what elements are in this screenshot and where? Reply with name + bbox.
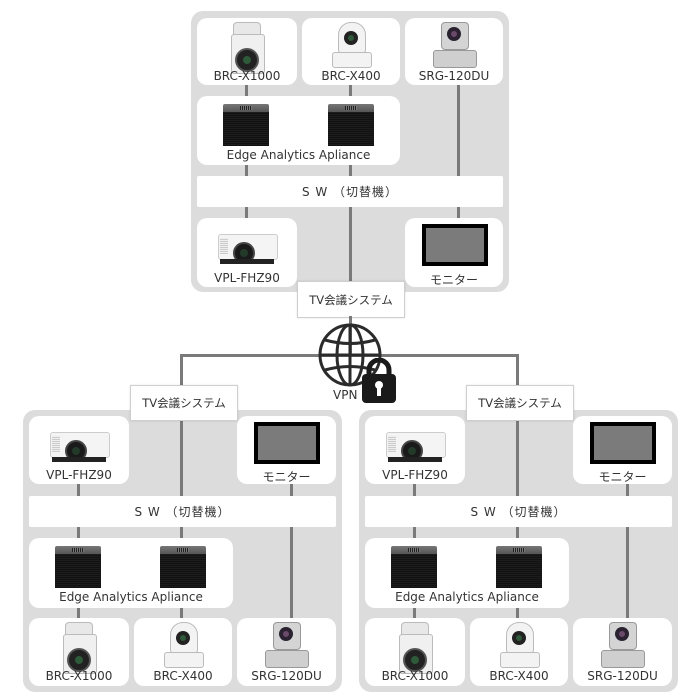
device-projector: VPL-FHZ90 [197,218,297,287]
monitor-icon [422,224,488,266]
lock-icon [362,358,396,403]
switcher-bar: S W （切替機） [29,496,336,527]
device-projector: VPL-FHZ90 [365,416,465,484]
ptz-camera-icon [265,622,309,668]
device-projector: VPL-FHZ90 [29,416,129,484]
edge-analytics-appliance-group: Edge Analytics Apliance [29,538,233,608]
monitor-icon [254,422,320,464]
tv-conference-system-label: TV会議システム [130,385,238,421]
network-line [180,354,183,386]
device-camera-srg-120du: SRG-120DU [573,618,672,686]
device-label: VPL-FHZ90 [214,271,280,285]
ptz-camera-icon [229,22,265,74]
network-line [516,354,519,386]
projector-icon [216,228,278,266]
ptz-camera-icon [61,622,97,674]
edge-label: Edge Analytics Apliance [226,148,371,162]
ptz-camera-icon [397,622,433,674]
vpn-label: VPN [333,388,358,402]
device-label: SRG-120DU [587,669,658,683]
device-camera-srg-120du: SRG-120DU [405,18,503,85]
server-appliance-icon [55,546,101,588]
projector-icon [384,426,446,464]
switcher-bar: S W （切替機） [365,496,672,527]
ptz-camera-icon [433,22,477,68]
connector-line [626,483,629,618]
device-label: モニター [598,470,647,484]
edge-label: Edge Analytics Apliance [395,590,539,604]
server-appliance-icon [391,546,437,588]
device-camera-brc-x400: BRC-X400 [470,618,568,686]
device-monitor: モニター [573,416,672,484]
device-label: SRG-120DU [251,669,322,683]
ptz-camera-icon [601,622,645,668]
device-camera-brc-x400: BRC-X400 [302,18,400,85]
device-label: SRG-120DU [418,69,490,83]
device-camera-brc-x400: BRC-X400 [134,618,232,686]
dome-camera-icon [164,622,204,668]
server-appliance-icon [223,104,269,146]
device-label: VPL-FHZ90 [382,468,448,482]
device-monitor: モニター [405,218,503,287]
edge-label: Edge Analytics Apliance [59,590,203,604]
server-appliance-icon [496,546,542,588]
device-label: モニター [262,470,311,484]
server-appliance-icon [328,104,374,146]
device-label: BRC-X1000 [213,69,281,83]
edge-analytics-appliance-group: Edge Analytics Apliance [197,96,400,165]
device-label: BRC-X400 [321,69,381,83]
device-label: BRC-X1000 [45,669,113,683]
device-camera-brc-x1000: BRC-X1000 [197,18,297,85]
device-label: BRC-X400 [489,669,549,683]
server-appliance-icon [160,546,206,588]
connector-line [457,85,460,218]
device-camera-brc-x1000: BRC-X1000 [29,618,129,686]
device-label: モニター [429,273,478,287]
monitor-icon [590,422,656,464]
tv-conference-system-label: TV会議システム [466,385,574,421]
device-label: BRC-X1000 [381,669,449,683]
switcher-bar: S W （切替機） [197,176,503,207]
device-monitor: モニター [237,416,336,484]
edge-analytics-appliance-group: Edge Analytics Apliance [365,538,569,608]
device-camera-brc-x1000: BRC-X1000 [365,618,465,686]
dome-camera-icon [332,22,372,68]
connector-line [290,483,293,618]
projector-icon [48,426,110,464]
device-label: BRC-X400 [153,669,213,683]
tv-conference-system-label: TV会議システム [297,281,405,318]
device-label: VPL-FHZ90 [46,468,112,482]
dome-camera-icon [500,622,540,668]
device-camera-srg-120du: SRG-120DU [237,618,336,686]
